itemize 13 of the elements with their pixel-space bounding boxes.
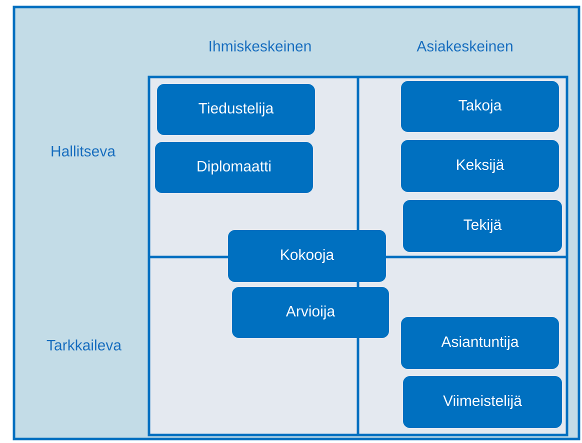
- role-box: Viimeistelijä: [403, 376, 562, 428]
- role-box: Diplomaatti: [155, 142, 313, 193]
- role-box: Tiedustelija: [157, 84, 315, 135]
- role-box: Keksijä: [401, 140, 559, 192]
- row-heading: Hallitseva: [52, 145, 116, 156]
- row-heading: Tarkkaileva: [46, 339, 122, 350]
- role-box: Tekijä: [403, 200, 562, 252]
- column-heading: Ihmiskeskeinen: [210, 40, 311, 52]
- role-box: Asiantuntija: [401, 316, 559, 369]
- role-box: Kokooja: [228, 230, 386, 282]
- role-box: Takoja: [401, 81, 559, 132]
- role-box: Arvioija: [232, 286, 389, 338]
- column-heading: Asiakeskeinen: [416, 40, 512, 52]
